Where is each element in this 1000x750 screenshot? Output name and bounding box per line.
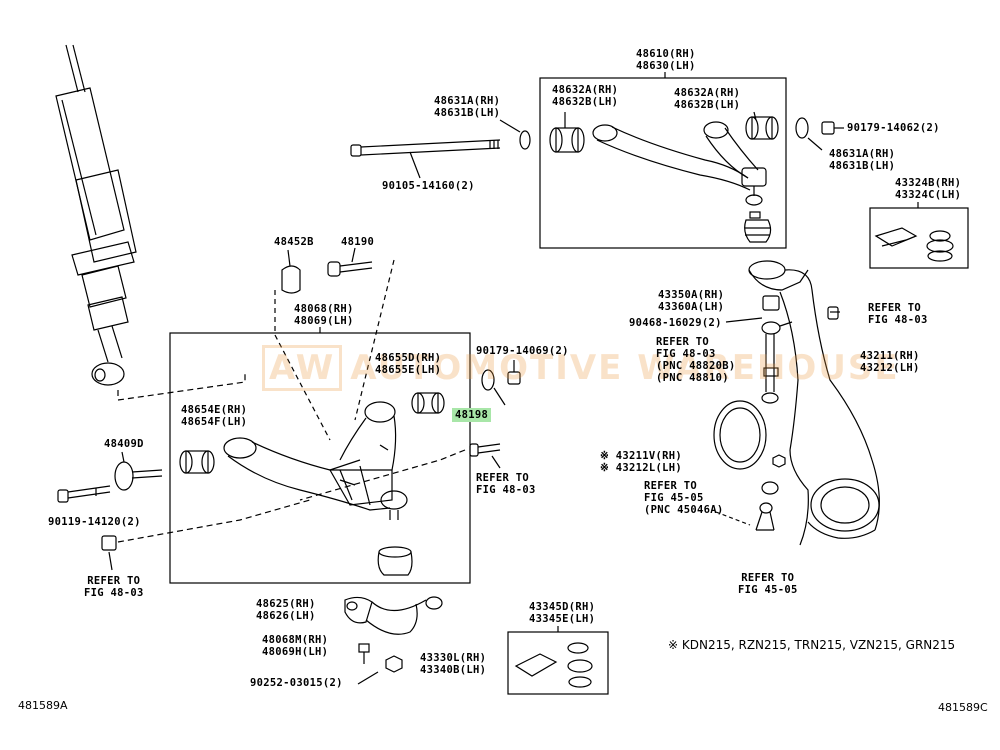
dust-seal bbox=[713, 400, 767, 470]
kit-43324-box bbox=[869, 207, 969, 269]
label-43350[interactable]: 43350A(RH)43360A(LH) bbox=[658, 289, 725, 313]
label-48610[interactable]: 48610(RH)48630(LH) bbox=[636, 48, 696, 72]
ball-joint-boot-lower bbox=[377, 546, 413, 576]
watermark-logo: AW bbox=[262, 345, 343, 391]
label-43330[interactable]: 43330L(RH)43340B(LH) bbox=[420, 652, 487, 676]
label-43211V[interactable]: ※ 43211V(RH)※ 43212L(LH) bbox=[600, 450, 682, 474]
stabilizer-link bbox=[761, 295, 793, 404]
label-90119[interactable]: 90119-14120(2) bbox=[48, 516, 141, 528]
label-48190[interactable]: 48190 bbox=[341, 236, 375, 248]
label-48452B[interactable]: 48452B bbox=[274, 236, 314, 248]
label-48655[interactable]: 48655D(RH)48655E(LH) bbox=[375, 352, 442, 376]
upper-arm-box bbox=[539, 77, 787, 249]
label-48631-right[interactable]: 48631A(RH)48631B(LH) bbox=[829, 148, 896, 172]
label-43211[interactable]: 43211(RH)43212(LH) bbox=[860, 350, 920, 374]
lower-arm bbox=[223, 401, 408, 520]
label-90252[interactable]: 90252-03015(2) bbox=[250, 677, 343, 689]
model-footnote: ※ KDN215, RZN215, TRN215, VZN215, GRN215 bbox=[668, 638, 956, 652]
ball-joint-boot-upper bbox=[744, 211, 772, 243]
label-43324[interactable]: 43324B(RH)43324C(LH) bbox=[895, 177, 962, 201]
label-48068-upper[interactable]: 48068(RH)48069(LH) bbox=[294, 303, 354, 327]
label-48632-left[interactable]: 48632A(RH)48632B(LH) bbox=[552, 84, 619, 108]
label-43345[interactable]: 43345D(RH)43345E(LH) bbox=[529, 601, 596, 625]
label-90468[interactable]: 90468-16029(2) bbox=[629, 317, 722, 329]
label-48198[interactable]: 48198 bbox=[452, 408, 492, 422]
label-90179-14062[interactable]: 90179-14062(2) bbox=[847, 122, 940, 134]
upper-arm bbox=[592, 121, 767, 206]
bushing-48655 bbox=[411, 392, 445, 414]
label-48409D[interactable]: 48409D bbox=[104, 438, 144, 450]
bushing-48654 bbox=[179, 450, 215, 474]
label-48654[interactable]: 48654E(RH)48654F(LH) bbox=[181, 404, 248, 428]
label-48625[interactable]: 48625(RH)48626(LH) bbox=[256, 598, 316, 622]
bushing-48632-left bbox=[549, 112, 585, 153]
watermark-text: AUTOMOTIVE WAREHOUSE bbox=[350, 348, 900, 388]
label-90179-14069[interactable]: 90179-14069(2) bbox=[476, 345, 569, 357]
bolt-90105 bbox=[350, 139, 501, 179]
label-90105[interactable]: 90105-14160(2) bbox=[382, 180, 475, 192]
bushing-48632-right bbox=[745, 111, 779, 140]
label-48068-lower[interactable]: 48068M(RH)48069H(LH) bbox=[262, 634, 329, 658]
bracket-48625 bbox=[344, 596, 443, 635]
shock-absorber bbox=[55, 44, 137, 386]
diagram-code-right: 481589C bbox=[938, 701, 988, 714]
diagram-code-left: 481589A bbox=[18, 699, 68, 712]
label-48632-right[interactable]: 48632A(RH)48632B(LH) bbox=[674, 87, 741, 111]
label-48631-left[interactable]: 48631A(RH)48631B(LH) bbox=[434, 95, 501, 119]
